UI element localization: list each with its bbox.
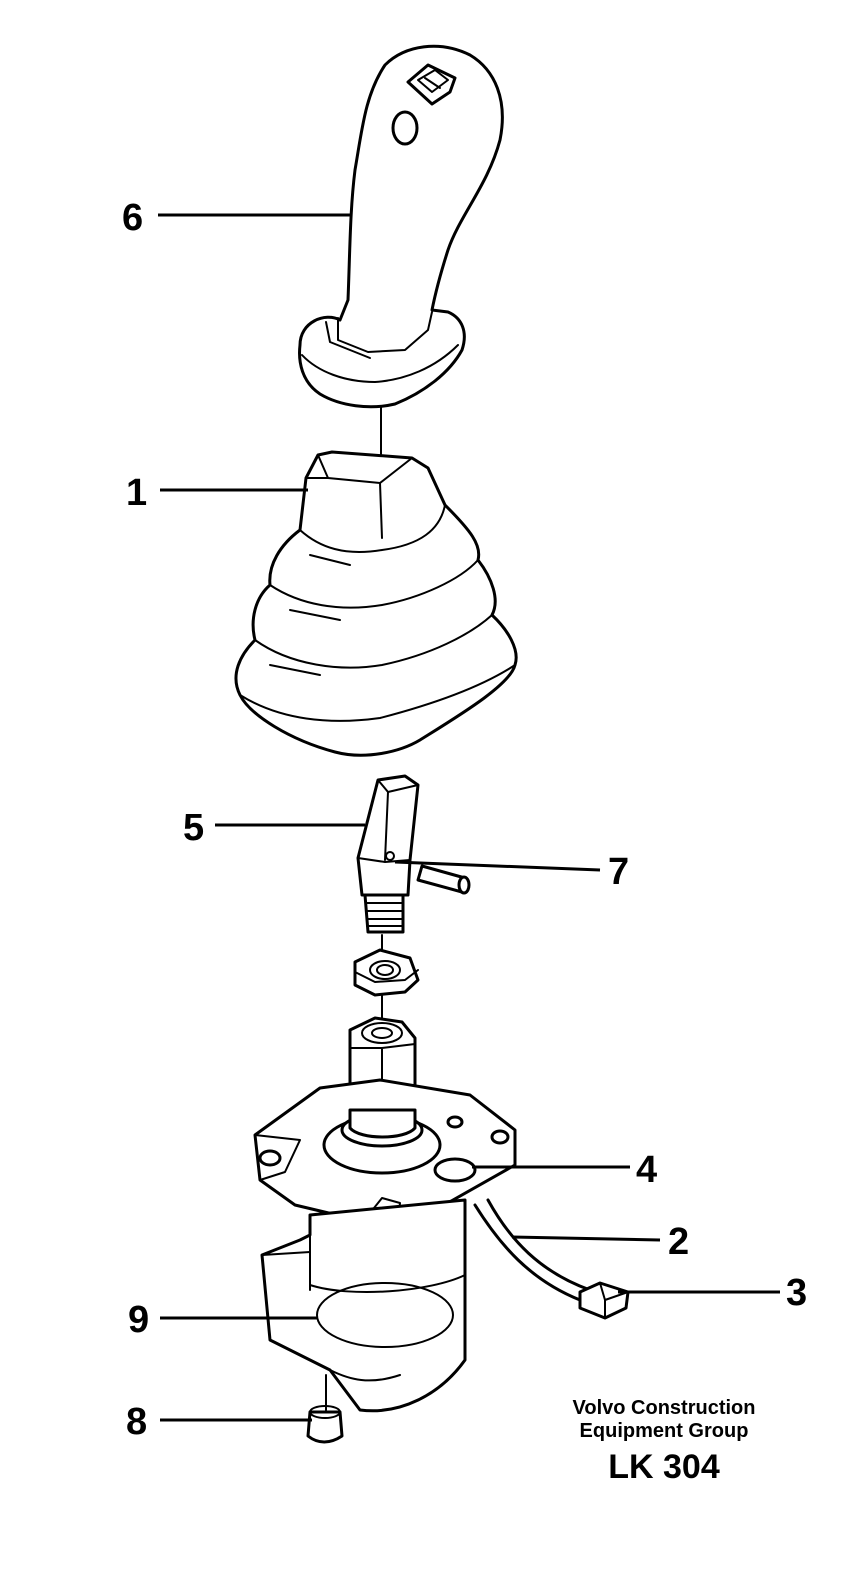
company-name-line1: Volvo Construction: [573, 1397, 756, 1419]
callout-4: 4: [636, 1149, 657, 1191]
valve-body: [253, 1016, 630, 1444]
callout-5: 5: [183, 807, 204, 849]
lever: [356, 774, 420, 934]
company-name-line2: Equipment Group: [580, 1420, 749, 1442]
rubber-boot: [234, 450, 518, 757]
callout-3: 3: [786, 1272, 807, 1314]
callout-2: 2: [668, 1221, 689, 1263]
drawing-reference: LK 304: [608, 1448, 720, 1486]
callout-numbers: 6 1 5 7 4 2 3 9 8: [122, 197, 807, 1443]
callout-6: 6: [122, 197, 143, 239]
callout-7: 7: [608, 851, 629, 893]
callout-9: 9: [128, 1299, 149, 1341]
hex-nut: [353, 948, 420, 997]
joystick-handle: [298, 44, 504, 409]
callout-1: 1: [126, 472, 147, 514]
pin: [416, 864, 471, 895]
drawing-credit: Volvo Construction Equipment Group LK 30…: [573, 1397, 756, 1486]
leader-7: [394, 860, 601, 872]
leader-2: [511, 1235, 661, 1242]
callout-8: 8: [126, 1401, 147, 1443]
callout-leaders: [158, 213, 780, 1422]
